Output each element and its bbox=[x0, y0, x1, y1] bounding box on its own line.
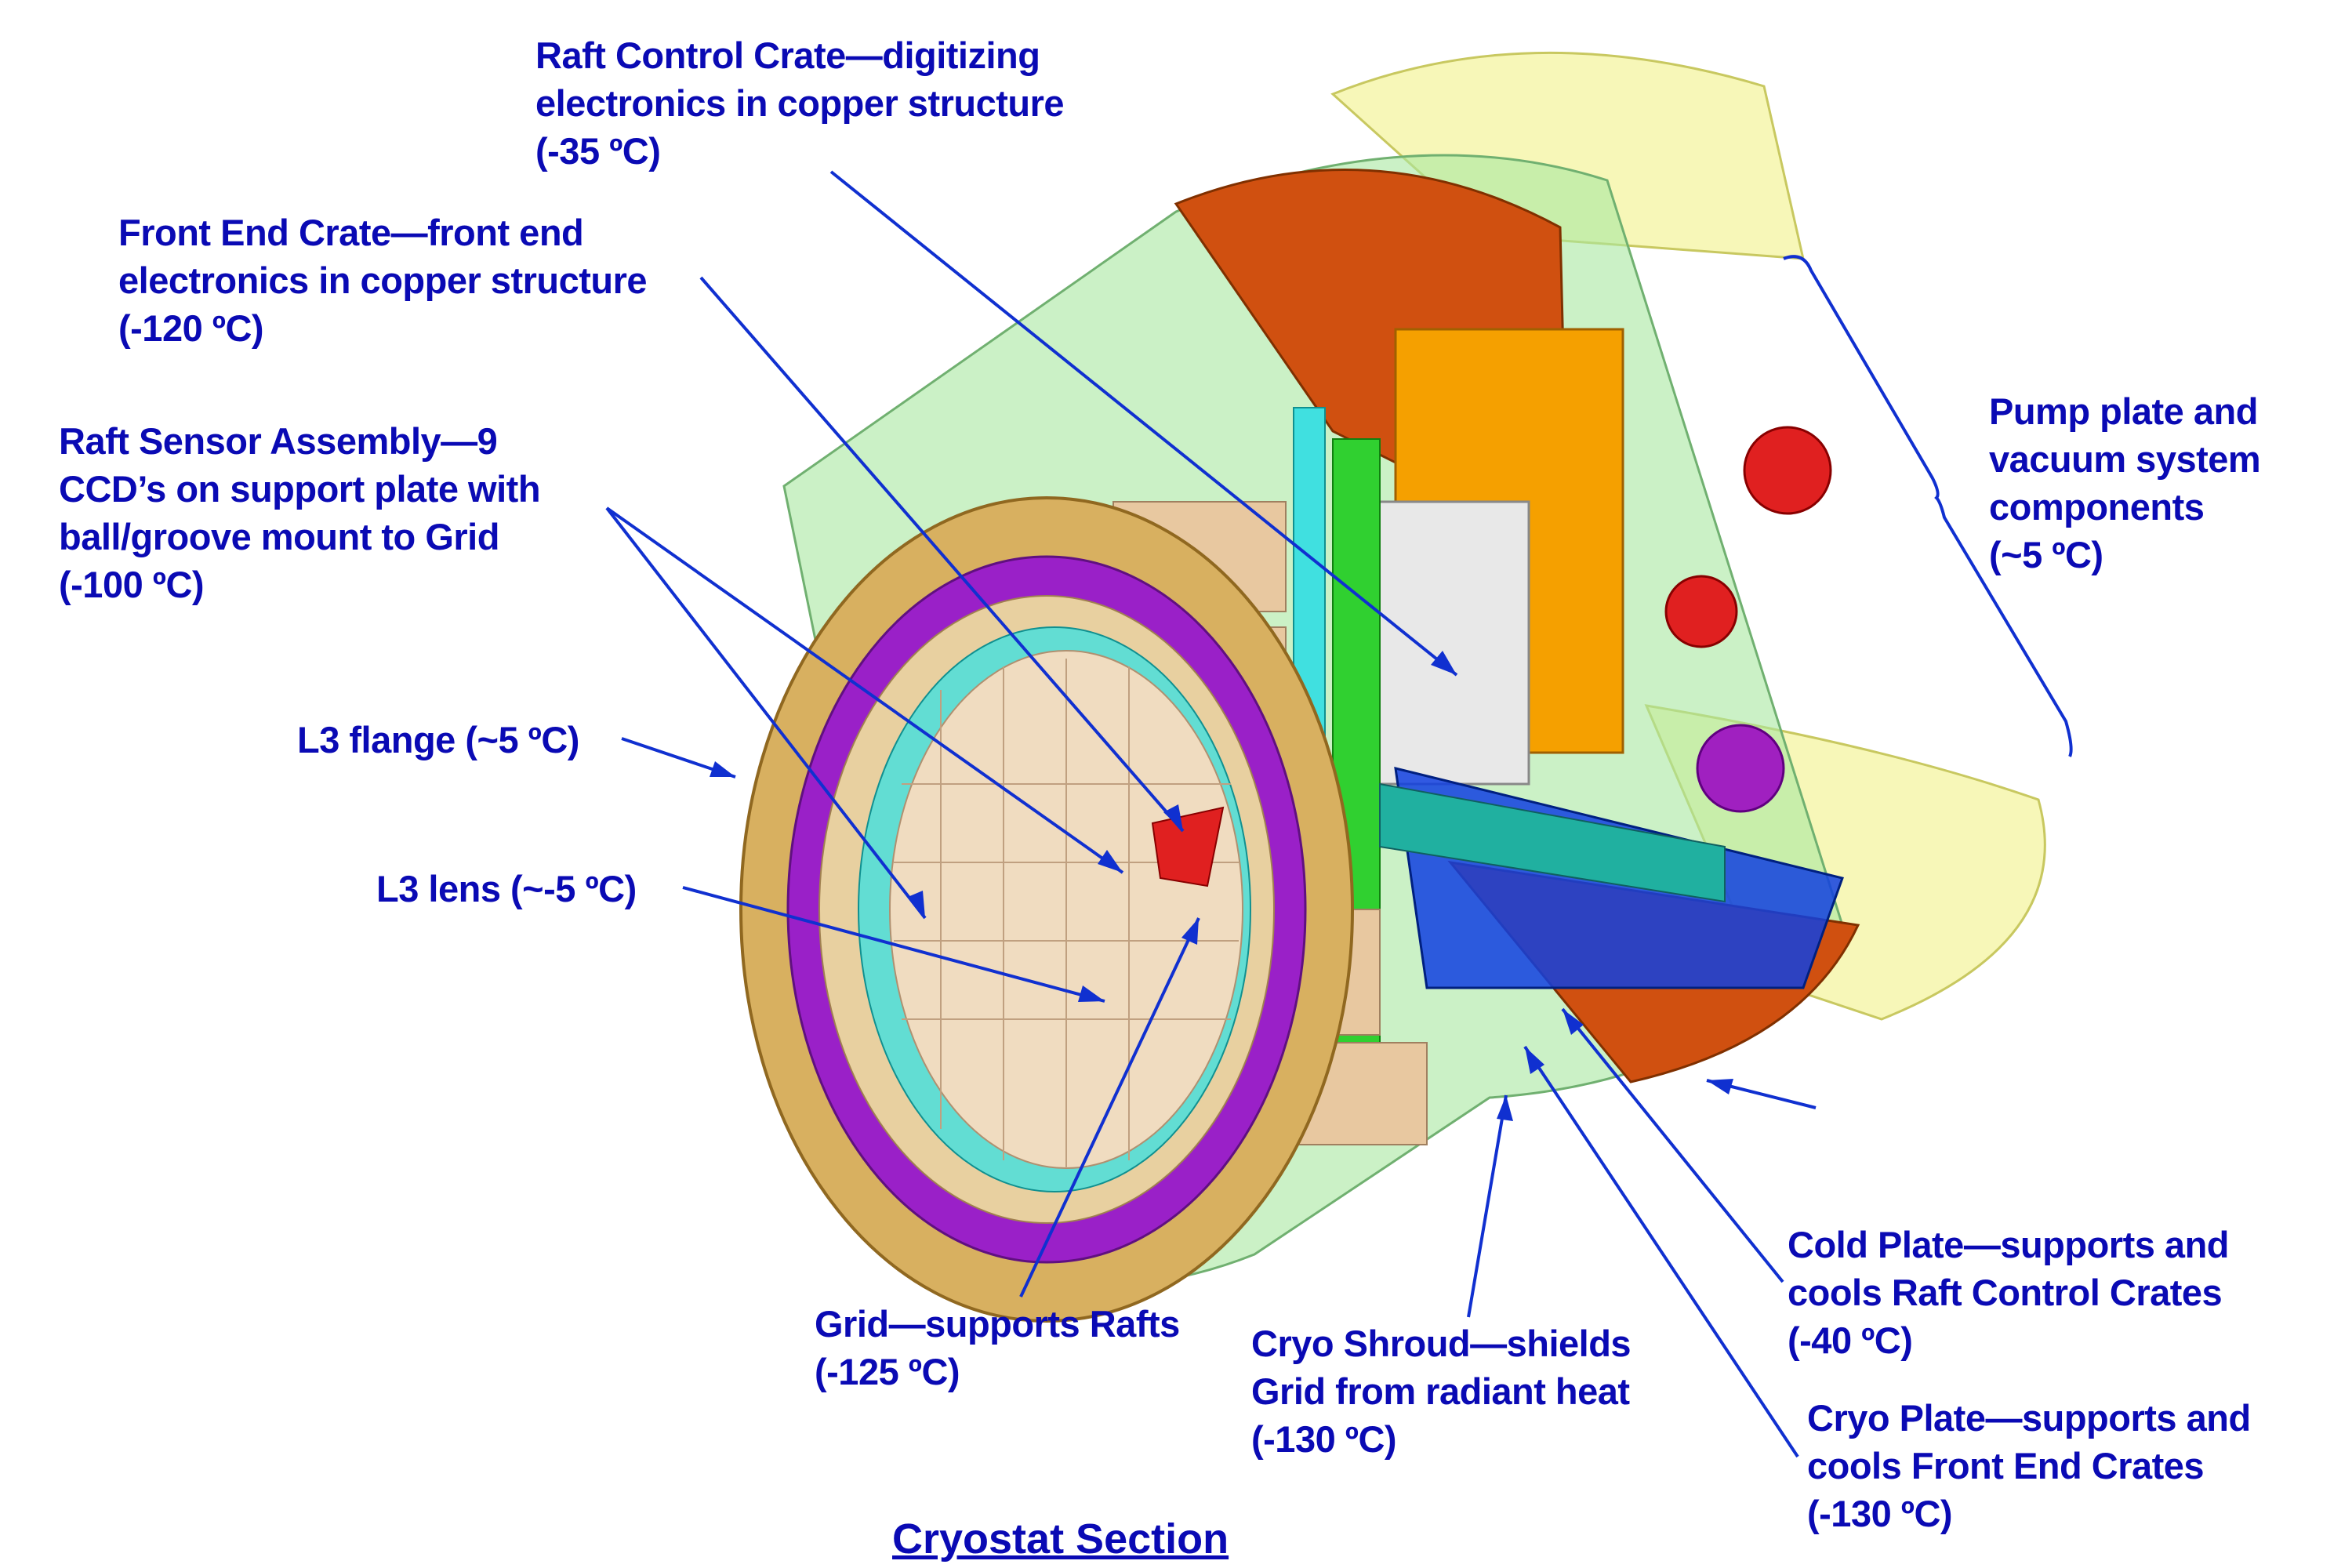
raft-sensor-assembly bbox=[1151, 806, 1225, 887]
cryo-plate bbox=[1379, 782, 1726, 903]
leader-cryo-plate bbox=[1523, 1045, 1799, 1458]
leader-cold-plate bbox=[1561, 1007, 1784, 1283]
label-cryo-shroud: Cryo Shroud—shields Grid from radiant he… bbox=[1251, 1323, 1632, 1460]
leader-raft-control-crate bbox=[829, 170, 1458, 677]
label-l3-lens: L3 lens (~-5 ºC) bbox=[376, 868, 637, 909]
leader-l3-lens bbox=[682, 886, 1105, 1003]
figure-title: Cryostat Section bbox=[892, 1515, 1229, 1563]
label-front-end-crate: Front End Crate—front end electronics in… bbox=[118, 212, 648, 349]
vacuum-valve bbox=[1743, 426, 1832, 515]
ccd-grid bbox=[894, 659, 1239, 1168]
arrowheads bbox=[710, 651, 1733, 1121]
label-l3-flange: L3 flange (~5 ºC) bbox=[297, 719, 579, 760]
leader-cryo-shroud bbox=[1467, 1094, 1508, 1318]
leader-grid bbox=[1019, 917, 1200, 1298]
label-pump-plate: Pump plate and vacuum system components … bbox=[1989, 390, 2261, 575]
label-cold-plate: Cold Plate—supports and cools Raft Contr… bbox=[1788, 1224, 2230, 1361]
pump-plate-brace bbox=[1783, 255, 2073, 757]
label-raft-control-crate: Raft Control Crate—digitizing electronic… bbox=[535, 34, 1065, 172]
pump-fitting bbox=[1696, 724, 1785, 813]
label-raft-sensor-assembly: Raft Sensor Assembly—9 CCD’s on support … bbox=[59, 420, 541, 605]
leader-raft-sensor-2 bbox=[605, 506, 927, 920]
rear-flange-upper bbox=[1330, 51, 1805, 260]
leader-front-end-crate bbox=[699, 276, 1185, 833]
raft-control-crate bbox=[1363, 500, 1530, 786]
vacuum-valve-2 bbox=[1664, 575, 1738, 648]
label-grid: Grid—supports Rafts (-125 ºC) bbox=[815, 1303, 1180, 1392]
label-cryo-plate: Cryo Plate—supports and cools Front End … bbox=[1807, 1397, 2251, 1534]
leader-raft-sensor-1 bbox=[605, 506, 1124, 874]
